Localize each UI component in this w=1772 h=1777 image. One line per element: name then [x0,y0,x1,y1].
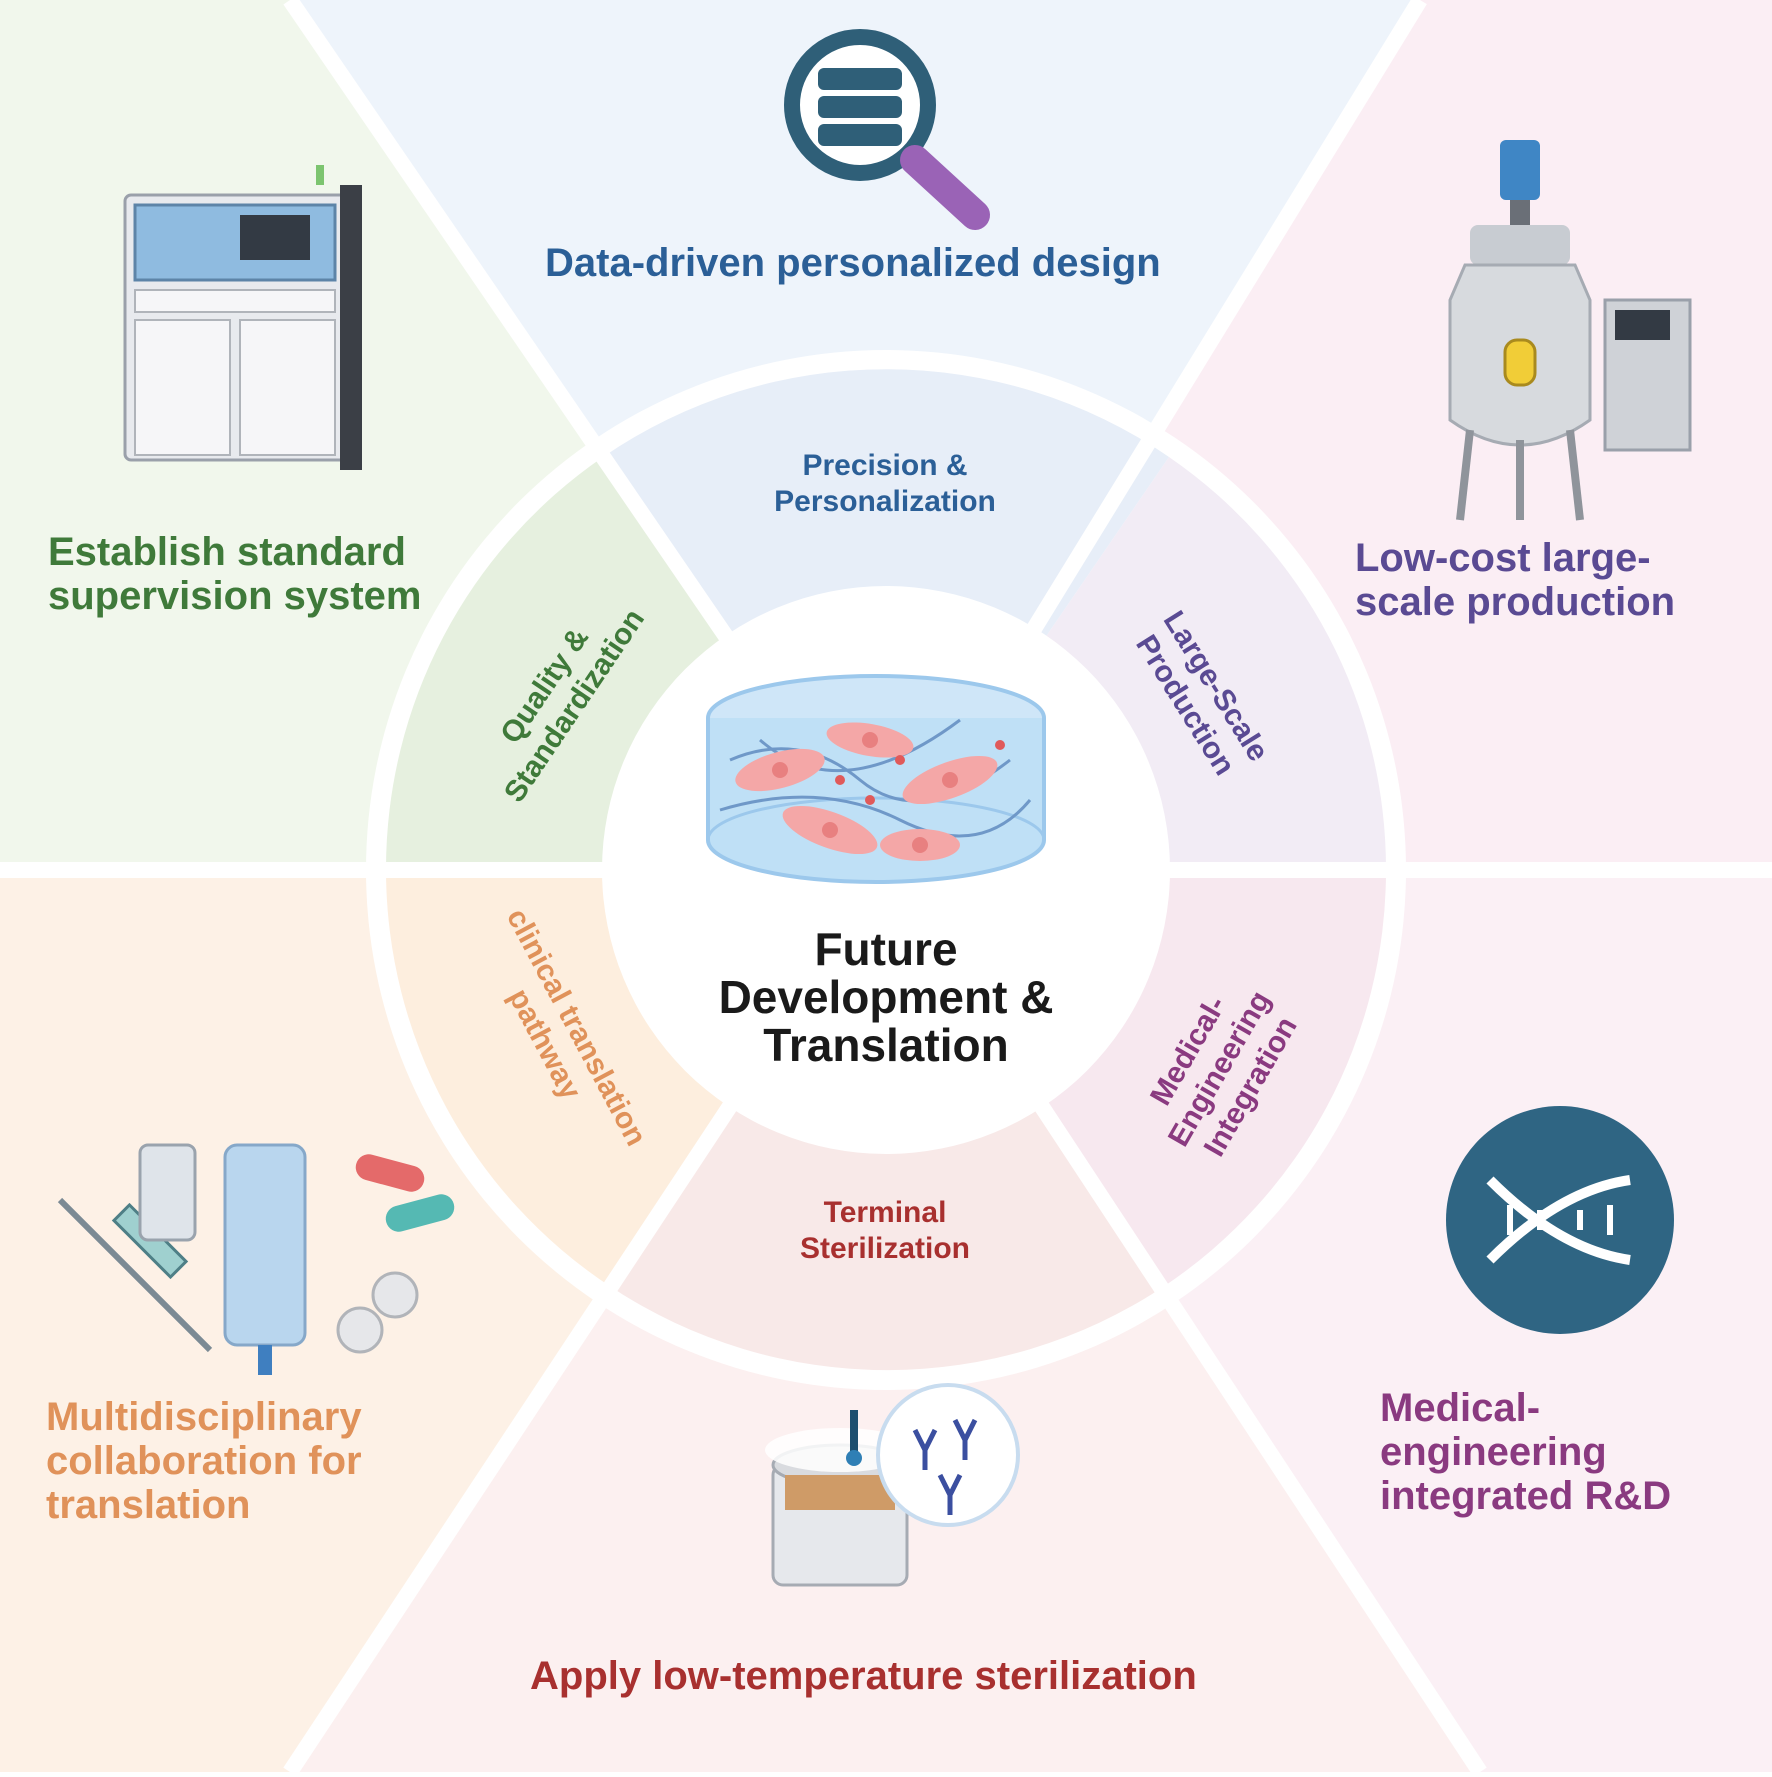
bioreactor-icon [1448,140,1692,521]
center-title-line-1: Future [814,923,958,975]
medical-supplies-icon [57,1143,455,1375]
center-title-line-2: Development & [718,971,1054,1023]
top-right-outer-line-1: Low-cost large- [1355,536,1651,580]
inner-ring-outline [367,351,1405,1389]
bottom-left-outer-line-3: translation [46,1483,251,1527]
top-inner-label: Precision & Personalization [735,448,1035,520]
bottom-right-outer-line-2: engineering [1380,1430,1607,1474]
top-left-outer-label: Establish standard supervision system [48,530,422,618]
top-outer-label: Data-driven personalized design [545,241,1161,285]
automated-analyzer-icon [123,165,362,470]
top-left-outer-line-2: supervision system [48,574,422,618]
sterilization-icon [765,1383,1020,1587]
dna-icon [1446,1106,1674,1334]
bottom-right-outer-line-3: integrated R&D [1380,1474,1672,1518]
bottom-inner-line-2: Sterilization [799,1232,971,1265]
hydrogel-cells-icon [706,674,1046,884]
top-left-outer-line-1: Establish standard [48,530,406,574]
bottom-left-outer-line-2: collaboration for [46,1439,362,1483]
bottom-left-outer-label: Multidisciplinary collaboration for tran… [46,1395,362,1527]
bottom-right-outer-line-1: Medical- [1380,1386,1541,1430]
bottom-inner-line-1: Terminal [823,1196,947,1229]
top-right-outer-label: Low-cost large- scale production [1355,536,1675,624]
center-title-line-3: Translation [763,1019,1009,1071]
bottom-inner-label: Terminal Sterilization [735,1195,1035,1267]
bottom-outer-label: Apply low-temperature sterilization [530,1654,1197,1698]
bottom-right-outer-label: Medical- engineering integrated R&D [1380,1386,1671,1518]
top-inner-line-2: Personalization [774,485,996,518]
center-title: Future Development & Translation [686,925,1086,1069]
database-search-icon [784,29,990,230]
bottom-left-outer-line-1: Multidisciplinary [46,1395,362,1439]
top-inner-line-1: Precision & [802,449,968,482]
top-right-outer-line-2: scale production [1355,580,1676,624]
